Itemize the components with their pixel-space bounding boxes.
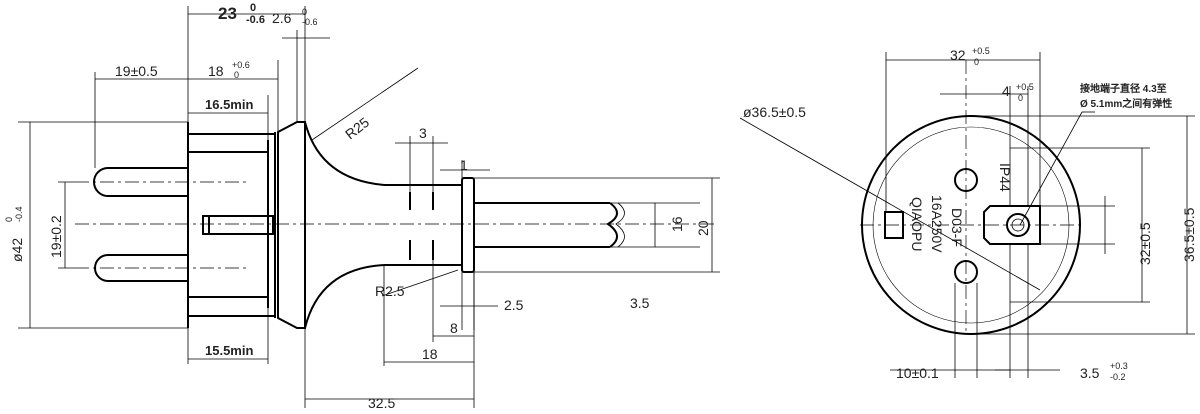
marking-ip44: IP44 [997, 163, 1013, 192]
lower-pin [94, 254, 188, 282]
marking-brand: QIAOPU [909, 197, 925, 251]
dim-r2-5: R2.5 [375, 283, 405, 299]
dim-32-5: 32.5 [368, 395, 395, 411]
dim-23-tol-bottom: -0.6 [246, 14, 265, 26]
dim-dia42-tol-top: 0 [4, 217, 14, 222]
dim-32-top: 32 [950, 47, 966, 63]
dim-2-6-tol-bottom: -0.6 [302, 17, 318, 27]
dim-2-5: 2.5 [504, 297, 524, 313]
side-view: 23 0 -0.6 2.6 0 -0.6 19±0.5 18 +0.6 0 16… [4, 2, 720, 411]
dim-3-5-front: 3.5 [1080, 365, 1100, 381]
dim-23: 23 [218, 4, 237, 23]
dim-10: 10±0.1 [896, 365, 939, 381]
marking-rating: 16A250V [929, 195, 945, 253]
dim-4-tol-bottom: 0 [1018, 93, 1023, 103]
leader-r25 [311, 67, 419, 141]
dim-16-5min: 16.5min [205, 97, 253, 112]
dim-3: 3 [419, 125, 427, 141]
marking-model: D03-F [949, 208, 965, 247]
note-line2: Ø 5.1mm之间有弹性 [1080, 97, 1172, 110]
leader-dia36-5 [739, 117, 1041, 291]
dim-36-5-vert: 36.5±0.5 [1181, 207, 1197, 262]
plug-body [187, 122, 276, 328]
front-view: IP44 D03-F 16A250V QIAOPU 32 +0.5 0 4 +0… [739, 46, 1197, 382]
dim-16: 16 [669, 216, 685, 232]
cable [474, 202, 625, 248]
leader-r2-5 [381, 269, 459, 297]
dim-1: 1 [460, 157, 468, 173]
cord-collar [461, 177, 475, 273]
dim-20: 20 [695, 220, 711, 236]
dim-8: 8 [450, 320, 458, 336]
dim-32-tol-bottom: 0 [974, 57, 979, 67]
dim-18: 18 [208, 63, 224, 79]
pin-hole-lower [954, 260, 978, 284]
side-notch [884, 211, 904, 239]
note-line1: 接地端子直径 4.3至 [1080, 82, 1167, 95]
dim-dia42: ø42 [9, 238, 25, 262]
strain-relief-bottom [304, 264, 462, 329]
dim-dia42-tol-bottom: -0.4 [14, 206, 24, 222]
dim-2-6: 2.6 [272, 10, 292, 26]
dim-32-tol-top: +0.5 [972, 46, 990, 56]
dim-4-tol-top: +0.5 [1016, 82, 1034, 92]
strain-relief-top [304, 121, 462, 186]
dim-18-tol-top: +0.6 [232, 60, 250, 70]
dim-19-0-2: 19±0.2 [48, 215, 64, 258]
dim-2-6-tol-top: 0 [302, 7, 307, 17]
dim-23-tol-top: 0 [250, 2, 256, 14]
dim-3-5-side: 3.5 [630, 295, 650, 311]
dim-18b: 18 [422, 346, 438, 362]
grip-slots [409, 192, 434, 260]
dim-r25: R25 [342, 114, 372, 143]
leader-note [1019, 111, 1083, 226]
dim-15-5min: 15.5min [205, 343, 253, 358]
flange [277, 121, 306, 329]
dim-19: 19±0.5 [115, 63, 158, 79]
dim-4: 4 [1002, 83, 1010, 99]
upper-pin [93, 167, 188, 197]
pin-hole-upper [954, 168, 978, 192]
dim-32-vert: 32±0.5 [1137, 222, 1153, 265]
dim-3-5-tol-top: +0.3 [1110, 361, 1128, 371]
dim-dia36-5: ø36.5±0.5 [743, 104, 806, 120]
dim-18-tol-bottom: 0 [234, 70, 239, 80]
dim-3-5-tol-bottom: -0.2 [1110, 372, 1126, 382]
